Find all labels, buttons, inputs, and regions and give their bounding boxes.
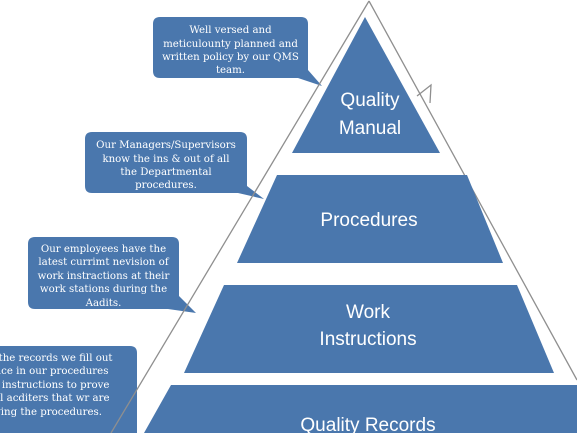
tier-label-quality-manual-line1: Quality — [340, 90, 400, 111]
callout-text-quality-records: re the records we fill out ence in our p… — [0, 353, 113, 418]
callout-text-quality-manual: Well versed and meticulounty planned and… — [162, 25, 299, 77]
tier-label-work-instructions-line2: Instructions — [319, 329, 416, 350]
arrowhead-icon — [416, 83, 432, 104]
pyramid-tier-work-instructions — [184, 285, 554, 373]
tier-label-procedures: Procedures — [320, 210, 417, 231]
callout-bubble-quality-manual — [153, 17, 322, 86]
pyramid-tier-quality-manual — [292, 17, 440, 153]
callout-bubble-quality-records — [0, 346, 137, 433]
callout-text-procedures: Our Managers/Supervisors know the ins & … — [96, 140, 236, 192]
pyramid-tier-quality-records — [144, 385, 577, 433]
callout-bubble-procedures — [85, 132, 264, 199]
callout-bubble-work-instructions — [28, 237, 196, 313]
tier-label-work-instructions-line1: Work — [346, 302, 390, 323]
tier-label-quality-manual-line2: Manual — [339, 118, 401, 139]
pyramid-tier-procedures — [237, 175, 503, 263]
callout-text-work-instructions: Our employees have the latest currimt ne… — [37, 243, 170, 309]
tier-label-quality-records: Quality Records — [300, 415, 435, 433]
